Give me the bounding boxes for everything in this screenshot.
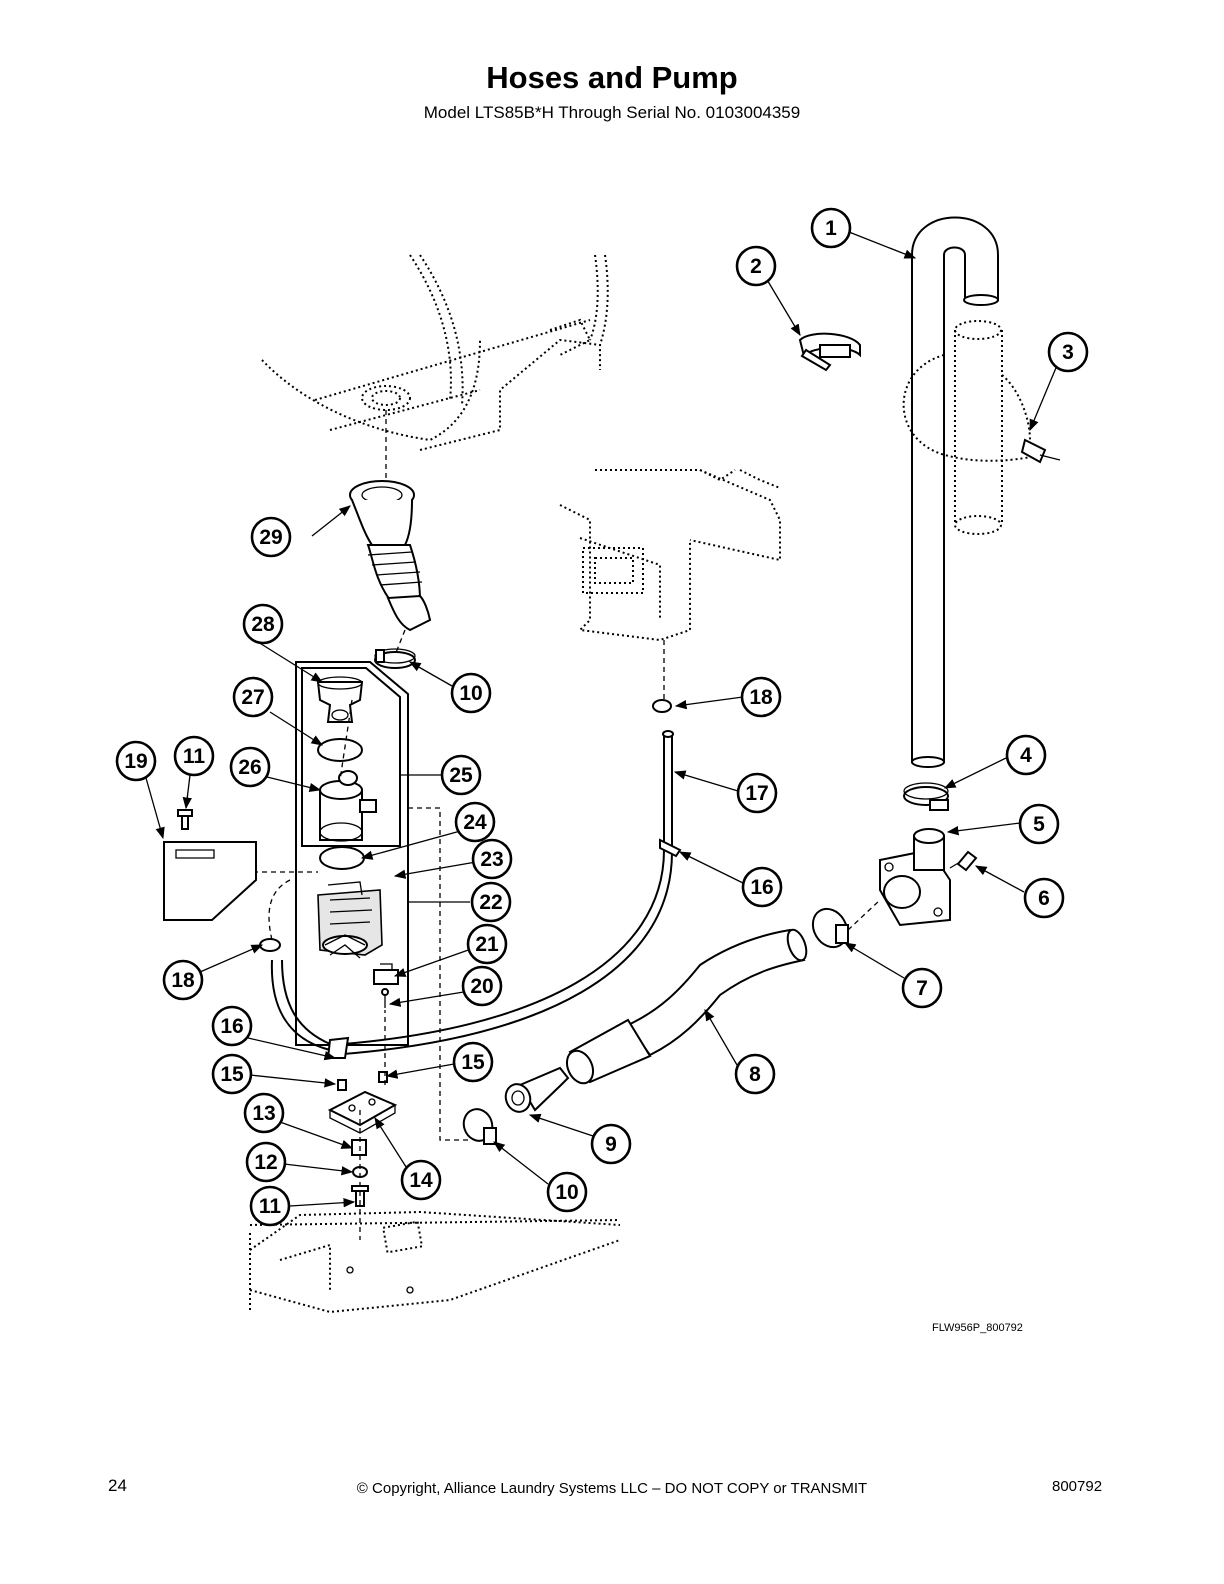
hose-clamp-upper	[374, 648, 416, 669]
callout-6: 6	[1023, 877, 1065, 919]
svg-text:1: 1	[825, 217, 837, 240]
svg-text:21: 21	[475, 933, 499, 956]
drain-hose-standpipe	[902, 216, 1061, 768]
svg-text:3: 3	[1062, 341, 1074, 364]
svg-text:19: 19	[124, 750, 147, 773]
hose-clamp-lower	[462, 1108, 497, 1145]
callout-20: 20	[461, 965, 503, 1007]
callout-15-left: 15	[211, 1053, 253, 1095]
tub-drain-boot	[349, 480, 432, 656]
svg-text:28: 28	[251, 613, 275, 636]
callout-23: 23	[471, 838, 513, 880]
svg-text:9: 9	[605, 1133, 617, 1156]
svg-text:8: 8	[749, 1063, 761, 1086]
svg-text:2: 2	[750, 255, 762, 278]
page-number: 24	[108, 1476, 127, 1495]
callout-2: 2	[735, 245, 777, 287]
svg-text:16: 16	[220, 1015, 243, 1038]
page-subtitle: Model LTS85B*H Through Serial No. 010300…	[423, 103, 801, 122]
connector-line	[847, 899, 881, 931]
callout-28: 28	[242, 603, 284, 645]
callout-7: 7	[901, 967, 943, 1009]
callout-26: 26	[229, 746, 271, 788]
connector-line	[268, 879, 291, 941]
elbow-adapter	[879, 828, 951, 927]
svg-text:10: 10	[459, 682, 482, 705]
cabinet-base-outline	[249, 1210, 621, 1314]
callout-12: 12	[245, 1141, 287, 1183]
svg-text:27: 27	[241, 686, 264, 709]
callout-21: 21	[466, 923, 508, 965]
callout-25: 25	[440, 754, 482, 796]
hose-clamp-7	[811, 907, 849, 949]
callout-9: 9	[590, 1123, 632, 1165]
callout-8: 8	[734, 1053, 776, 1095]
control-box-outline	[559, 469, 781, 642]
svg-text:26: 26	[238, 756, 261, 779]
callout-29: 29	[250, 516, 292, 558]
svg-text:4: 4	[1020, 744, 1032, 767]
hose-clamp-small-center	[652, 640, 672, 713]
svg-text:29: 29	[259, 526, 282, 549]
callout-4: 4	[1005, 734, 1047, 776]
pump-assembly-frame	[295, 661, 409, 1046]
svg-text:14: 14	[409, 1169, 433, 1192]
callout-16-right: 16	[741, 866, 783, 908]
svg-text:15: 15	[220, 1063, 244, 1086]
callout-19: 19	[115, 740, 157, 782]
svg-text:22: 22	[479, 891, 502, 914]
svg-text:12: 12	[254, 1151, 277, 1174]
tub-outline	[261, 254, 609, 480]
callout-1: 1	[810, 207, 852, 249]
svg-text:18: 18	[171, 969, 195, 992]
motor-mount-hardware	[327, 1010, 398, 1240]
svg-text:16: 16	[750, 876, 773, 899]
pump-bracket	[163, 809, 257, 921]
hose-adapter-9	[504, 1066, 570, 1113]
drain-hose	[565, 928, 808, 1085]
callout-5: 5	[1018, 803, 1060, 845]
callout-18-left: 18	[162, 959, 204, 1001]
callout-22: 22	[470, 881, 512, 923]
svg-text:6: 6	[1038, 887, 1050, 910]
svg-text:18: 18	[749, 686, 773, 709]
svg-text:15: 15	[461, 1051, 485, 1074]
small-hose	[270, 730, 682, 1059]
svg-text:5: 5	[1033, 813, 1045, 836]
screw-6	[949, 850, 978, 872]
svg-text:11: 11	[259, 1195, 282, 1218]
callout-24: 24	[454, 801, 496, 843]
svg-text:10: 10	[555, 1181, 578, 1204]
page-title: Hoses and Pump	[486, 60, 738, 95]
svg-text:7: 7	[916, 977, 928, 1000]
hose-clamp-small-left	[259, 938, 281, 952]
callout-16-left: 16	[211, 1005, 253, 1047]
svg-text:24: 24	[463, 811, 487, 834]
callout-15-right: 15	[452, 1041, 494, 1083]
callout-27: 27	[232, 676, 274, 718]
figure-code: FLW956P_800792	[932, 1322, 1023, 1334]
callout-17: 17	[736, 772, 778, 814]
hose-clamp-4	[903, 782, 949, 811]
leader-arrows	[145, 231, 1059, 1208]
callout-18-right: 18	[740, 676, 782, 718]
svg-text:17: 17	[745, 782, 768, 805]
svg-text:13: 13	[252, 1102, 275, 1125]
connector-line	[408, 807, 470, 1141]
svg-text:11: 11	[183, 745, 206, 768]
callout-10-upper: 10	[450, 672, 492, 714]
callout-11-upper: 11	[173, 735, 215, 777]
callout-11-lower: 11	[249, 1185, 291, 1227]
document-number: 800792	[1052, 1478, 1103, 1495]
callout-3: 3	[1047, 331, 1089, 373]
svg-text:23: 23	[480, 848, 503, 871]
hose-clip	[798, 332, 861, 372]
callout-13: 13	[243, 1092, 285, 1134]
callout-14: 14	[400, 1159, 442, 1201]
svg-text:25: 25	[449, 764, 473, 787]
svg-text:20: 20	[470, 975, 493, 998]
callout-10-lower: 10	[546, 1171, 588, 1213]
copyright-notice: © Copyright, Alliance Laundry Systems LL…	[356, 1480, 868, 1497]
